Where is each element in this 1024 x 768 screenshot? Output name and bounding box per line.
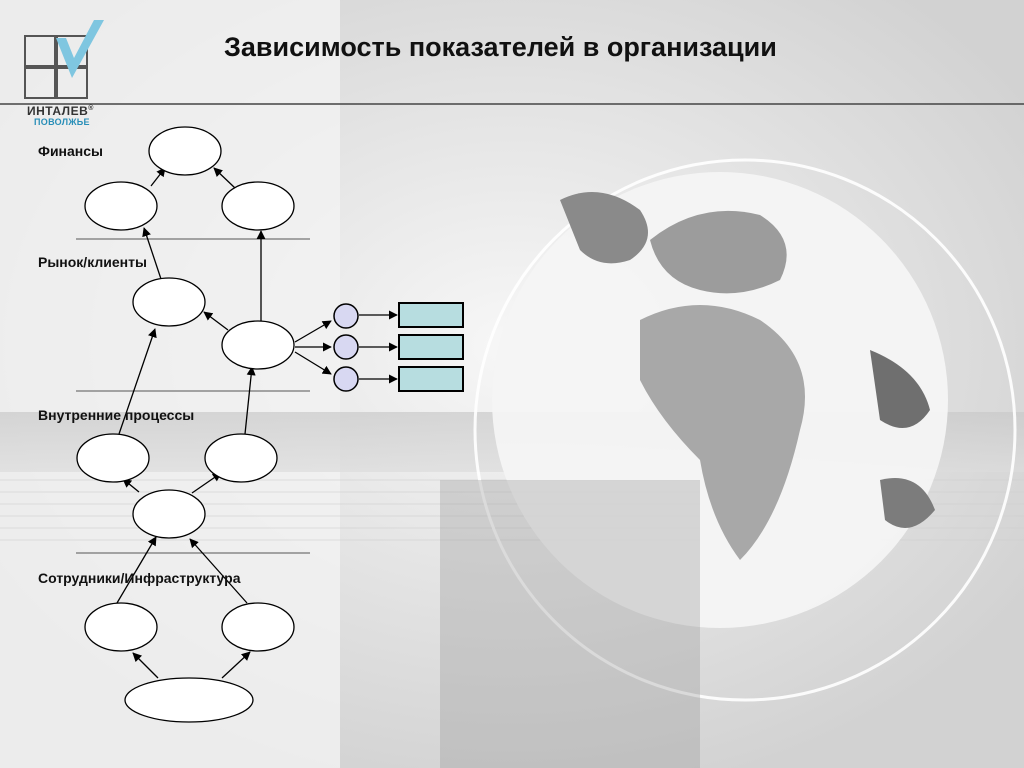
indicator-circle <box>333 366 359 392</box>
dependency-arrow <box>142 227 163 283</box>
indicator-box <box>398 302 464 328</box>
dependency-arrow <box>221 651 251 679</box>
level-label-processes: Внутренние процессы <box>38 407 195 423</box>
dependency-arrow <box>116 536 157 604</box>
logo-subtext: ПОВОЛЖЬЕ <box>34 117 90 127</box>
node-process-bottom <box>132 489 206 539</box>
dependency-arrow <box>203 311 229 331</box>
node-finance-top <box>148 126 222 176</box>
dependency-arrow <box>294 351 332 375</box>
node-market-center <box>221 320 295 370</box>
indicator-box <box>398 366 464 392</box>
indicator-box <box>398 334 464 360</box>
node-staff-right <box>221 602 295 652</box>
dependency-arrow <box>294 320 332 343</box>
node-staff-left <box>84 602 158 652</box>
company-logo <box>24 20 104 99</box>
indicator-circle <box>333 334 359 360</box>
node-market-left <box>132 277 206 327</box>
node-finance-right <box>221 181 295 231</box>
node-finance-left <box>84 181 158 231</box>
logo-text: ИНТАЛЕВ® <box>27 104 94 118</box>
dependency-arrow <box>132 652 159 679</box>
dependency-arrow <box>213 167 236 189</box>
node-process-left <box>76 433 150 483</box>
level-label-staff: Сотрудники/Инфраструктура <box>38 570 241 586</box>
level-label-market: Рынок/клиенты <box>38 254 147 270</box>
dependency-arrow <box>244 366 256 435</box>
level-label-finance: Финансы <box>38 143 103 159</box>
dependency-arrow <box>150 167 166 187</box>
node-process-right <box>204 433 278 483</box>
node-staff-base <box>124 677 254 723</box>
dependency-arrow <box>118 328 157 435</box>
slide-title: Зависимость показателей в организации <box>224 32 777 62</box>
indicator-circle <box>333 303 359 329</box>
dependency-arrow <box>191 472 222 494</box>
dependency-arrow <box>189 538 248 604</box>
